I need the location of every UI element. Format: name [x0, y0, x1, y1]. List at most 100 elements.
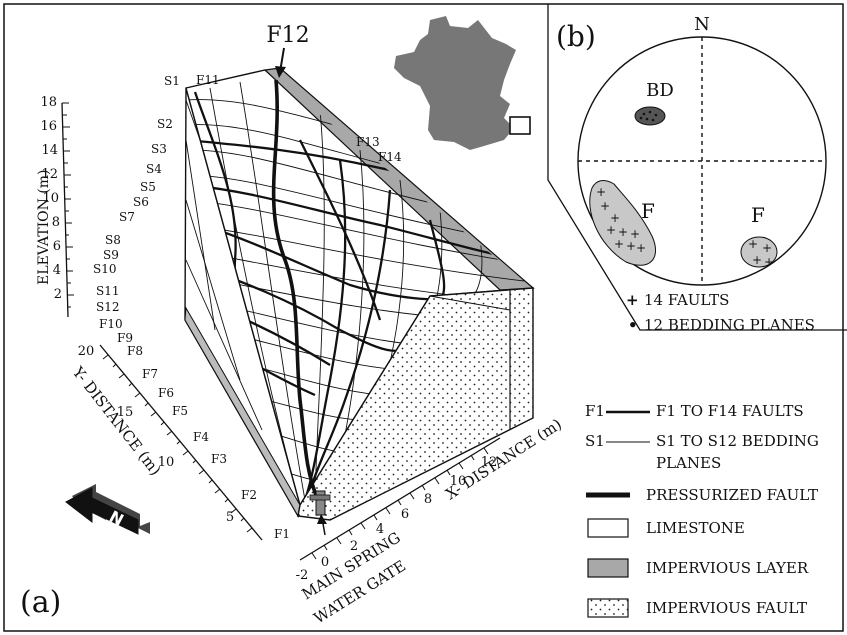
svg-text:+: + [636, 241, 646, 255]
elev-tick: 8 [52, 215, 60, 230]
y-tick: 5 [226, 510, 234, 525]
f-cluster-right [740, 236, 778, 268]
legend-pressurized-label: PRESSURIZED FAULT [646, 486, 818, 504]
svg-text:+: + [630, 227, 640, 241]
panel-a-label: (a) [20, 585, 61, 620]
legend: F1 F1 TO F14 FAULTS S1 S1 TO S12 BEDDING… [585, 402, 819, 618]
bedding-label: S4 [146, 162, 162, 176]
block-diagram [184, 67, 535, 521]
svg-text:+: + [764, 255, 774, 269]
svg-text:+: + [606, 223, 616, 237]
north-arrow: N [65, 484, 150, 535]
fault-label: F2 [241, 488, 257, 502]
legend-impervious-layer-swatch [587, 558, 629, 578]
panel-b-border [547, 4, 847, 331]
fault-label: F3 [211, 452, 227, 466]
fault-label: F7 [142, 367, 158, 381]
f12-callout-label: F12 [266, 23, 309, 48]
x-tick: 6 [401, 507, 409, 522]
x-tick: 2 [350, 539, 358, 554]
cluster-label-f-right: F [751, 203, 765, 227]
f-cluster-left [589, 180, 657, 266]
figure-border [3, 3, 844, 632]
cluster-label-f-left: F [641, 199, 655, 223]
bedding-label: S9 [103, 248, 119, 262]
elev-tick: 2 [54, 287, 62, 302]
fault-label-f13: F13 [356, 135, 380, 149]
bedding-label: S7 [119, 210, 135, 224]
svg-text:+: + [748, 237, 758, 251]
fault-label: F5 [172, 404, 188, 418]
svg-text:+: + [596, 185, 606, 199]
legend-impervious-layer-label: IMPERVIOUS LAYER [646, 559, 809, 577]
y-tick: 15 [117, 405, 134, 420]
elev-tick: 4 [53, 263, 61, 278]
legend-s-prefix: S1 [585, 432, 605, 450]
elevation-axis: 18 16 14 12 10 8 6 4 2 ELEVATION (m) [36, 95, 74, 318]
legend-limestone-label: LIMESTONE [646, 519, 745, 537]
bedding-label: S5 [140, 180, 156, 194]
legend-bedding-text: 12 BEDDING PLANES [644, 316, 815, 334]
legend-bedding-label-1: S1 TO S12 BEDDING [656, 432, 819, 450]
x-tick: -2 [296, 568, 309, 583]
fault-label: F8 [127, 344, 143, 358]
svg-text:+: + [752, 253, 762, 267]
elevation-axis-title: ELEVATION (m) [36, 170, 52, 286]
elev-tick: 14 [41, 143, 58, 158]
stereonet-panel: (b) N BD F +++ +++ +++ F ++++ + 14 FAULT… [556, 14, 827, 334]
legend-symbol-plus: + [626, 291, 639, 309]
legend-impervious-fault-label: IMPERVIOUS FAULT [646, 599, 807, 617]
bedding-label: S6 [133, 195, 149, 209]
svg-text:+: + [618, 225, 628, 239]
front-face-lines [185, 99, 263, 431]
bedding-label: S10 [93, 262, 117, 276]
legend-bedding-label-2: PLANES [656, 454, 721, 472]
fault-plus-marks-left: +++ +++ +++ [596, 185, 646, 255]
bedding-label: S8 [105, 233, 121, 247]
elev-tick: 16 [40, 119, 57, 134]
legend-faults-text: 14 FAULTS [644, 291, 729, 309]
fault-label-f14: F14 [378, 150, 402, 164]
x-tick: 10 [450, 474, 467, 489]
bedding-label: S11 [96, 284, 120, 298]
fault-label: F6 [158, 386, 174, 400]
f12-arrowhead [275, 66, 286, 78]
cluster-label-bd: BD [646, 80, 674, 101]
x-tick: 4 [376, 522, 384, 537]
bedding-label: S1 [164, 74, 180, 88]
bedding-label: S2 [157, 117, 173, 131]
fault-label: F9 [117, 331, 133, 345]
location-marker [509, 116, 531, 135]
bedding-label: S12 [96, 300, 120, 314]
bedding-labels: S1 S2 S3 S4 S5 S6 S7 S8 S9 S10 S11 S12 [93, 74, 180, 314]
elev-tick: 10 [42, 191, 59, 206]
pressurized-fault-f12 [271, 79, 320, 501]
x-tick: 12 [481, 455, 498, 470]
svg-text:+: + [600, 199, 610, 213]
legend-limestone-swatch [587, 518, 629, 538]
stereonet-north: N [694, 14, 710, 35]
france-map [394, 16, 531, 150]
y-tick: 10 [158, 455, 175, 470]
elev-tick: 18 [40, 95, 57, 110]
bedding-label: S3 [151, 142, 167, 156]
elev-tick: 6 [53, 239, 61, 254]
x-tick: 8 [424, 492, 432, 507]
fault-label: F10 [99, 317, 123, 331]
x-tick: 0 [321, 555, 329, 570]
svg-text:+: + [762, 241, 772, 255]
fault-label: F1 [274, 527, 290, 541]
legend-f-prefix: F1 [585, 402, 605, 420]
svg-text:+: + [626, 239, 636, 253]
fault-label: F4 [193, 430, 209, 444]
elev-tick: 12 [41, 167, 58, 182]
panel-b-label: (b) [556, 20, 596, 53]
fault-label-f11: F11 [196, 73, 220, 87]
bd-cluster [634, 106, 666, 126]
fault-plus-marks-right: ++++ [748, 237, 774, 269]
svg-text:+: + [610, 211, 620, 225]
legend-faults-label: F1 TO F14 FAULTS [656, 402, 804, 420]
legend-symbol-dot: • [628, 316, 638, 334]
y-tick: 20 [78, 344, 95, 359]
